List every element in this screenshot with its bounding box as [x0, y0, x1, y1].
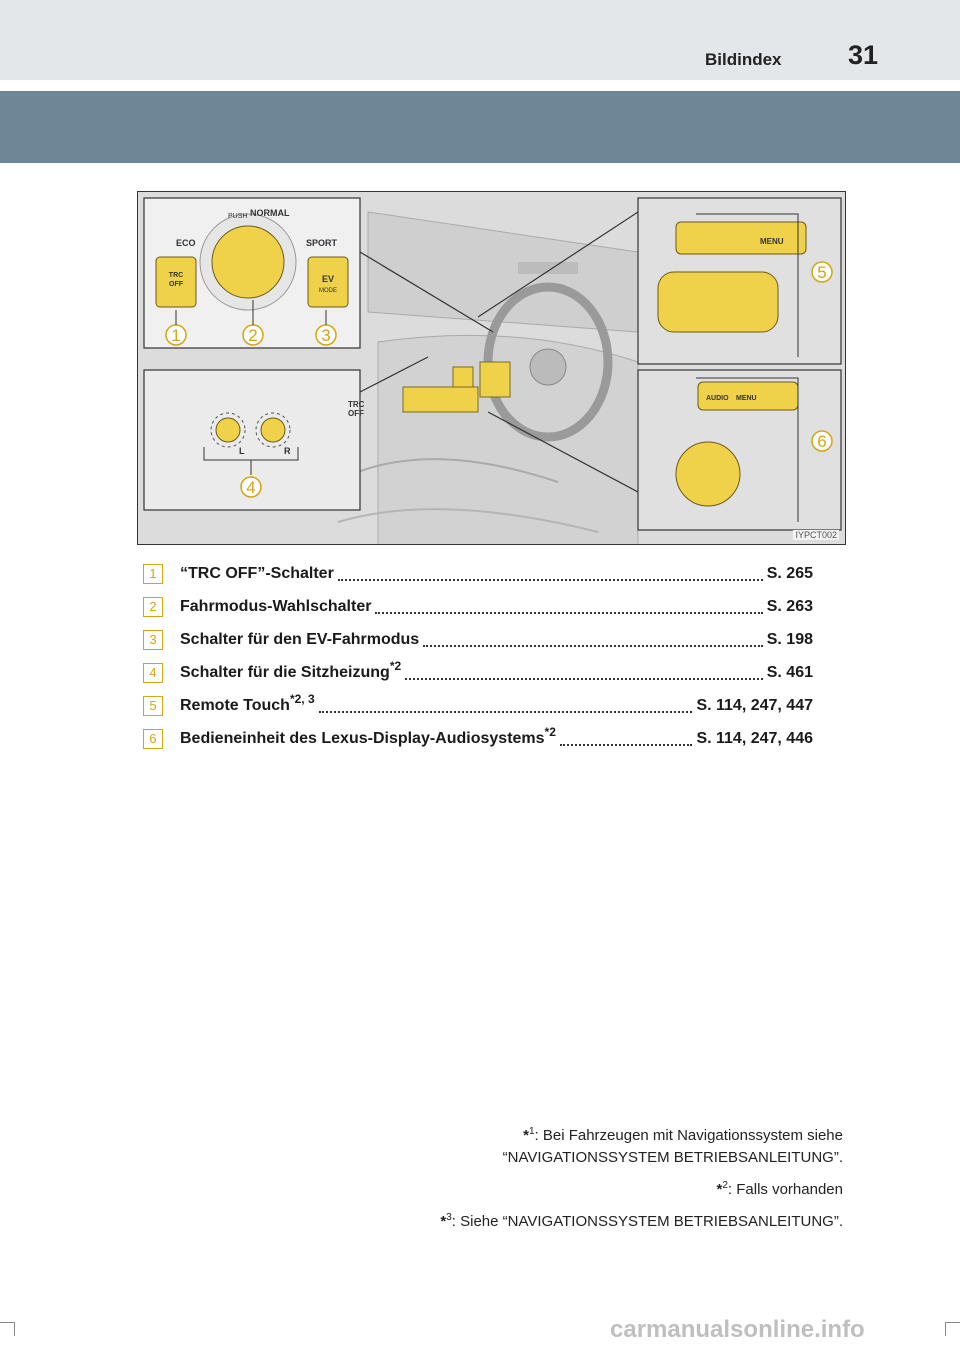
svg-text:1: 1	[171, 326, 180, 345]
footnotes: *1: Bei Fahrzeugen mit Navigationssystem…	[440, 1125, 843, 1233]
footnote-ref: *2	[389, 658, 402, 673]
callout-1: 1	[165, 324, 187, 346]
svg-text:5: 5	[817, 263, 826, 282]
leader-dots	[318, 710, 693, 713]
entry-page-ref: S. 114, 247, 446	[696, 729, 813, 747]
callout-3: 3	[315, 324, 337, 346]
entry-label: Fahrmodus-Wahlschalter	[180, 597, 372, 615]
svg-text:R: R	[284, 446, 291, 456]
header-band	[0, 0, 960, 80]
svg-text:PUSH: PUSH	[228, 213, 247, 220]
entry-number: 1	[143, 563, 163, 584]
entry-page-ref: S. 263	[766, 597, 813, 615]
footnote-2: *2: Falls vorhanden	[716, 1180, 843, 1199]
trc-off-text: TRC	[169, 272, 183, 279]
entry-number: 6	[143, 728, 163, 749]
svg-text:3: 3	[321, 326, 330, 345]
page-section-title: Bildindex	[705, 50, 782, 69]
svg-text:MENU: MENU	[736, 395, 757, 402]
leader-dots	[337, 578, 763, 581]
entry-label: Schalter für den EV-Fahrmodus	[180, 630, 420, 648]
svg-text:2: 2	[248, 326, 257, 345]
footnote-1-line2: “NAVIGATIONSSYSTEM BETRIEBSANLEITUNG”.	[502, 1149, 843, 1166]
footnote-1: *1: Bei Fahrzeugen mit Navigationssystem…	[523, 1126, 843, 1145]
svg-text:6: 6	[817, 432, 826, 451]
index-entry-5: 5 Remote Touch*2, 3 S. 114, 247, 447	[143, 689, 813, 722]
watermark: carmanualsonline.info	[610, 1316, 865, 1343]
entry-page-ref: S. 114, 247, 447	[696, 696, 813, 714]
entry-number: 3	[143, 629, 163, 650]
leader-dots	[423, 644, 763, 647]
entry-page-ref: S. 461	[766, 663, 813, 681]
entry-number: 2	[143, 596, 163, 617]
cockpit-illustration: TRC OFF PUSH NORMAL ECO SPORT EV MODE 1 …	[137, 191, 846, 545]
entry-page-ref: S. 265	[766, 564, 813, 582]
leader-dots	[405, 677, 763, 680]
index-entry-2: 2 Fahrmodus-Wahlschalter S. 263	[143, 590, 813, 623]
callout-4: 4	[240, 476, 262, 498]
svg-text:OFF: OFF	[348, 409, 364, 418]
entry-label: “TRC OFF”-Schalter	[180, 564, 334, 582]
svg-text:MODE: MODE	[319, 288, 337, 294]
svg-text:SPORT: SPORT	[306, 238, 338, 248]
index-entry-1: 1 “TRC OFF”-Schalter S. 265	[143, 557, 813, 590]
entry-label: Bedieneinheit des Lexus-Display-Audiosys…	[180, 724, 556, 747]
index-entry-4: 4 Schalter für die Sitzheizung*2 S. 461	[143, 656, 813, 689]
entry-label: Remote Touch*2, 3	[180, 691, 315, 714]
svg-text:TRC: TRC	[348, 400, 365, 409]
footnote-ref: *2	[544, 724, 556, 739]
figure-code: IYPCT002	[793, 530, 839, 540]
index-entry-6: 6 Bedieneinheit des Lexus-Display-Audios…	[143, 722, 813, 755]
svg-text:L: L	[239, 446, 245, 456]
svg-text:EV: EV	[322, 274, 334, 284]
callout-6: 6	[811, 430, 833, 452]
svg-text:NORMAL: NORMAL	[250, 208, 290, 218]
entry-page-ref: S. 198	[766, 630, 813, 648]
svg-text:4: 4	[246, 478, 255, 497]
page-number: 31	[848, 40, 879, 70]
index-entry-3: 3 Schalter für den EV-Fahrmodus S. 198	[143, 623, 813, 656]
entry-number: 5	[143, 695, 163, 716]
svg-text:MENU: MENU	[760, 237, 784, 246]
svg-text:OFF: OFF	[169, 281, 184, 288]
index-list: 1 “TRC OFF”-Schalter S. 265 2 Fahrmodus-…	[143, 557, 813, 755]
leader-dots	[559, 743, 693, 746]
entry-label: Schalter für die Sitzheizung*2	[180, 658, 402, 681]
crop-mark	[946, 1322, 960, 1323]
crop-mark	[0, 1322, 14, 1323]
callout-5: 5	[811, 261, 833, 283]
entry-number: 4	[143, 662, 163, 683]
leader-dots	[375, 611, 763, 614]
svg-text:ECO: ECO	[176, 238, 196, 248]
crop-mark	[14, 1322, 15, 1336]
callout-2: 2	[242, 324, 264, 346]
chapter-band	[0, 91, 960, 163]
footnote-3: *3: Siehe “NAVIGATIONSSYSTEM BETRIEBSANL…	[440, 1212, 843, 1231]
svg-text:AUDIO: AUDIO	[706, 395, 729, 402]
crop-mark	[945, 1322, 946, 1336]
footnote-ref: *2, 3	[289, 691, 315, 706]
